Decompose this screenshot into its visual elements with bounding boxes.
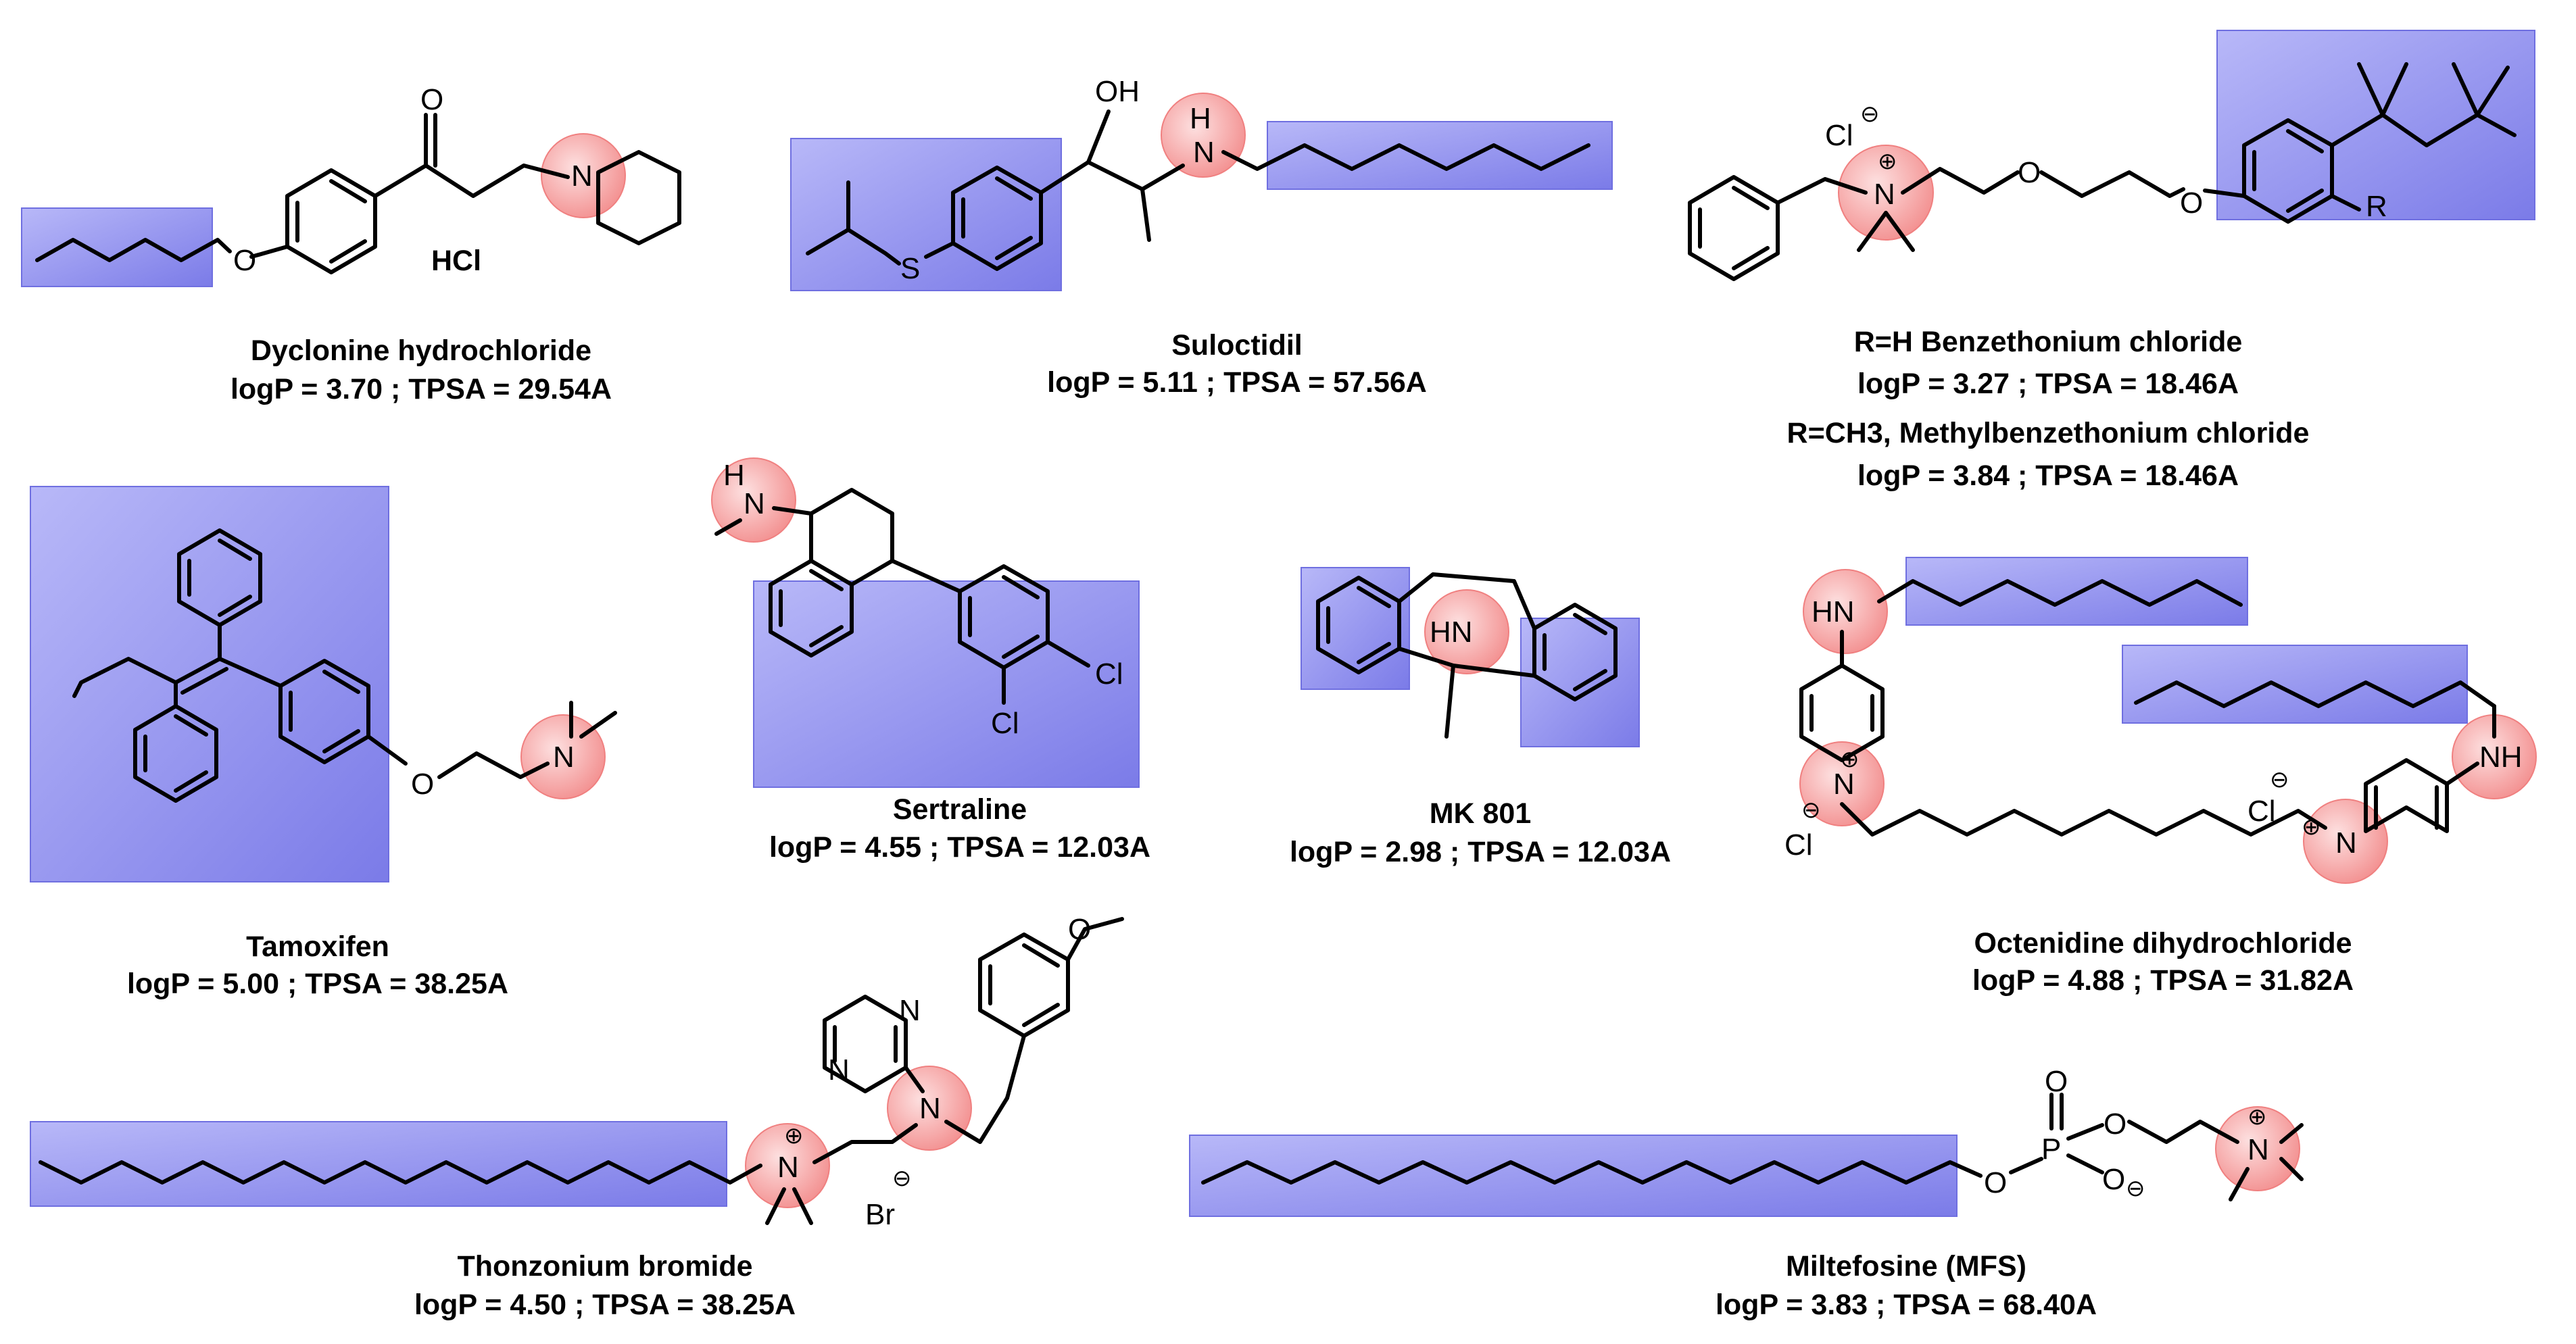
atom-N-plus: N: [777, 1151, 799, 1184]
tamoxifen-structure: O N: [30, 486, 617, 882]
octenidine-name: Octenidine dihydrochloride: [1974, 927, 2352, 960]
counterion-label: HCl: [431, 245, 481, 277]
cationic-circle: [2215, 1106, 2300, 1191]
atom-O: O: [2018, 156, 2041, 189]
atom-HN: HN: [1430, 616, 1473, 649]
atom-Cl: Cl: [1825, 119, 1853, 152]
atom-N-plus-left: N: [1833, 768, 1855, 801]
atom-N: N: [744, 487, 765, 520]
suloctidil-structure: S OH H N: [790, 75, 1613, 291]
cationic-circle: [745, 1123, 830, 1208]
atom-N: N: [919, 1092, 941, 1125]
charge-minus: ⊖: [1801, 797, 1821, 823]
atom-O: O: [233, 244, 256, 277]
atom-O-minus: O: [2102, 1163, 2125, 1196]
octenidine-props: logP = 4.88 ; TPSA = 31.82A: [1972, 964, 2354, 997]
mk801-props: logP = 2.98 ; TPSA = 12.03A: [1290, 836, 1671, 868]
miltefosine-name: Miltefosine (MFS): [1786, 1250, 2026, 1283]
dyclonine-name: Dyclonine hydrochloride: [251, 334, 591, 367]
tamoxifen-props: logP = 5.00 ; TPSA = 38.25A: [127, 968, 508, 1000]
atom-Br: Br: [865, 1198, 895, 1231]
hydrophobic-box: [21, 207, 213, 287]
atom-Cl-1: Cl: [1095, 657, 1123, 691]
atom-O-double: O: [2045, 1065, 2068, 1098]
hydrophobic-box: [30, 1121, 727, 1207]
hydrophobic-box: [1905, 557, 2248, 626]
benzethonium-props: logP = 3.27 ; TPSA = 18.46A: [1857, 368, 2239, 400]
atom-O-chain: O: [2104, 1107, 2127, 1141]
cationic-circle: [1803, 569, 1888, 654]
cationic-circle: [1799, 741, 1885, 826]
atom-H: H: [723, 459, 745, 492]
sertraline-structure: H N Cl Cl: [711, 457, 1140, 788]
suloctidil-name: Suloctidil: [1171, 329, 1303, 362]
atom-H: H: [1190, 102, 1211, 135]
atom-N-plus: N: [2247, 1133, 2269, 1166]
cationic-circle: [541, 133, 626, 218]
mk801-structure: HN: [1301, 567, 1640, 747]
atom-P: P: [2041, 1133, 2061, 1166]
miltefosine-props: logP = 3.83 ; TPSA = 68.40A: [1716, 1289, 2097, 1321]
charge-plus: ⊕: [1878, 149, 1897, 174]
thonzonium-name: Thonzonium bromide: [457, 1250, 752, 1283]
mk801-name: MK 801: [1430, 797, 1532, 830]
charge-minus: ⊖: [2126, 1176, 2145, 1201]
atom-Cl-left: Cl: [1784, 828, 1813, 862]
atom-HN: HN: [1812, 595, 1855, 628]
suloctidil-props: logP = 5.11 ; TPSA = 57.56A: [1047, 366, 1427, 399]
sertraline-props: logP = 4.55 ; TPSA = 12.03A: [769, 831, 1150, 864]
methylbenzethonium-props: logP = 3.84 ; TPSA = 18.46A: [1857, 459, 2239, 492]
hydrophobic-box: [30, 486, 389, 882]
cationic-circle: [1424, 589, 1509, 674]
atom-O-ester: O: [1984, 1166, 2007, 1199]
atom-N: N: [553, 741, 575, 774]
atom-Cl-2: Cl: [991, 707, 1019, 740]
charge-minus: ⊖: [2270, 767, 2289, 793]
hydrophobic-box: [2216, 30, 2535, 220]
atom-R: R: [2366, 190, 2387, 223]
atom-Cl-right: Cl: [2247, 795, 2276, 828]
atom-O-carbonyl: O: [420, 83, 443, 116]
charge-plus: ⊕: [1840, 747, 1860, 772]
methylbenzethonium-name: R=CH3, Methylbenzethonium chloride: [1787, 417, 2310, 449]
cationic-circle: [1161, 93, 1246, 178]
hydrophobic-box: [790, 138, 1062, 291]
atom-O-methoxy: O: [1068, 913, 1091, 946]
atom-NH: NH: [2479, 741, 2523, 774]
charge-plus: ⊕: [2247, 1104, 2267, 1130]
atom-N: N: [1874, 178, 1895, 211]
cationic-circle: [1838, 145, 1934, 241]
dyclonine-props: logP = 3.70 ; TPSA = 29.54A: [230, 373, 612, 405]
cationic-circle: [711, 457, 796, 543]
atom-OH: OH: [1095, 75, 1140, 108]
hydrophobic-box: [1267, 121, 1613, 190]
charge-plus: ⊕: [784, 1123, 804, 1149]
thonzonium-structure: N ⊕ N N N O ⊖ Br: [30, 913, 1124, 1231]
hydrophobic-box: [753, 580, 1140, 788]
atom-N-plus-right: N: [2335, 826, 2357, 860]
atom-O: O: [411, 768, 434, 801]
hydrophobic-box: [1520, 618, 1640, 747]
atom-N: N: [571, 159, 593, 193]
benzethonium-name: R=H Benzethonium chloride: [1854, 326, 2243, 358]
dyclonine-structure: O O N HCl: [21, 83, 681, 287]
tamoxifen-name: Tamoxifen: [246, 930, 389, 963]
charge-plus: ⊕: [2302, 814, 2321, 840]
miltefosine-structure: O P O O O ⊖ N ⊕: [1189, 1065, 2304, 1217]
atom-N-ring-1: N: [828, 1053, 850, 1087]
sertraline-name: Sertraline: [893, 793, 1027, 826]
benzethonium-structure: Cl ⊖ N ⊕ O O R: [1688, 30, 2535, 281]
charge-minus: ⊖: [892, 1166, 912, 1191]
atom-S: S: [900, 252, 920, 285]
atom-O-aryl: O: [2180, 186, 2203, 220]
octenidine-structure: HN N ⊕ ⊖ Cl N ⊕ Cl ⊖ NH: [1784, 557, 2537, 884]
atom-N: N: [1193, 136, 1215, 169]
atom-N-ring-2: N: [899, 994, 921, 1027]
thonzonium-props: logP = 4.50 ; TPSA = 38.25A: [414, 1289, 796, 1321]
charge-minus: ⊖: [1860, 101, 1880, 127]
